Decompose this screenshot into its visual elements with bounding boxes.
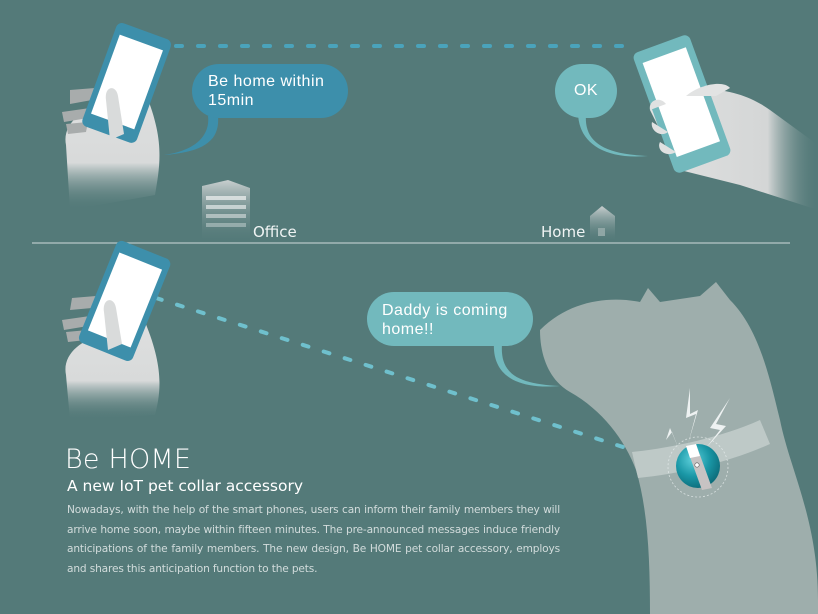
product-title: Be HOME — [65, 444, 192, 475]
sender-phone-hand — [62, 23, 172, 210]
office-building-icon — [202, 180, 250, 240]
dog-notification-bubble: Daddy is coming home!! — [367, 292, 533, 346]
product-subtitle: A new IoT pet collar accessory — [67, 477, 303, 495]
receiver-reply-text: OK — [573, 82, 599, 99]
receiver-bubble-tail — [578, 112, 648, 157]
dad-phone-hand — [62, 240, 171, 420]
home-building-icon — [590, 206, 615, 240]
sender-message-text: Be home within 15min — [208, 73, 325, 109]
sender-bubble-tail — [164, 116, 219, 155]
collar-device-icon — [667, 436, 729, 498]
bottom-signal-dots — [154, 296, 672, 464]
receiver-phone-hand — [633, 35, 818, 210]
sender-message-bubble: Be home within 15min — [192, 64, 348, 118]
dog-bubble-tail — [493, 342, 560, 387]
product-description: Nowadays, with the help of the smart pho… — [67, 504, 560, 575]
lightning-icons — [652, 388, 730, 452]
office-label: Office — [253, 223, 297, 241]
home-label: Home — [541, 223, 586, 241]
dog-notification-text: Daddy is coming home!! — [382, 302, 508, 338]
receiver-reply-bubble: OK — [555, 64, 617, 118]
